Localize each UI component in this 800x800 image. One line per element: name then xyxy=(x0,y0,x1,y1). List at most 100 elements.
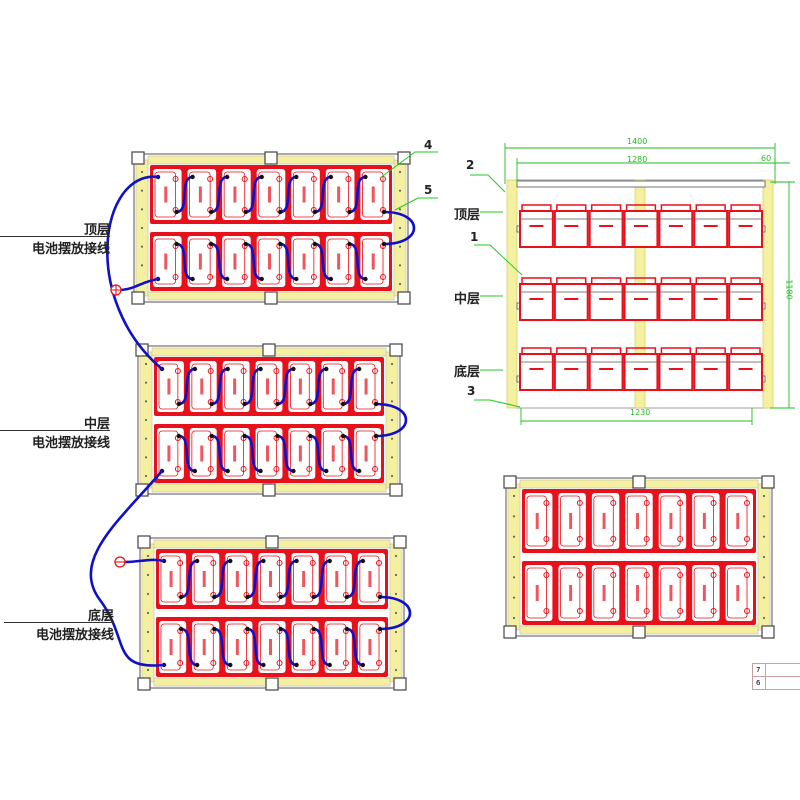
top-layer-rail-bolt xyxy=(398,226,402,230)
top-layer-rail-bolt xyxy=(140,226,144,230)
plan-view-battery-label xyxy=(569,513,573,529)
battery-front xyxy=(588,353,624,391)
middle-layer-terminal-ring xyxy=(339,466,346,472)
dim-line-1180 xyxy=(770,181,795,409)
bottom-layer-battery-label xyxy=(335,571,339,587)
plan-view-battery-outline xyxy=(660,495,681,547)
bottom-layer-battery-label xyxy=(169,571,173,587)
dim-base-width: 1230 xyxy=(630,408,651,417)
callout-5: 5 xyxy=(424,183,433,197)
bottom-layer-cable-bottom-row xyxy=(179,627,199,667)
terminal-post-icon xyxy=(194,662,200,668)
top-layer-battery-outline xyxy=(223,238,246,285)
terminal-post-icon xyxy=(194,558,200,564)
terminal-post-icon xyxy=(278,626,283,632)
middle-layer-rail-bolt xyxy=(144,437,148,440)
terminal-post-icon xyxy=(209,433,214,439)
plan-view-panel xyxy=(503,475,775,639)
bottom-layer-battery-label xyxy=(235,639,239,655)
plan-view-battery-label xyxy=(535,585,539,601)
terminal-post-icon xyxy=(340,401,346,407)
terminal-post-icon xyxy=(261,662,266,668)
top-layer-bracket xyxy=(131,151,145,165)
middle-layer-cable-top-row xyxy=(243,367,262,406)
plan-view-battery-outline xyxy=(626,495,648,547)
bottom-layer-bracket xyxy=(137,677,151,691)
positive-sign-icon xyxy=(111,285,121,295)
battery-front xyxy=(728,283,764,321)
bottom-layer-battery-label xyxy=(269,639,272,655)
terminal-post-icon xyxy=(363,276,368,282)
plan-view-rail-bolt xyxy=(762,576,766,579)
bottom-layer-panel xyxy=(137,535,407,691)
terminal-post-icon xyxy=(209,401,214,407)
top-layer-terminal-ring xyxy=(380,176,386,182)
plan-view-battery-outline xyxy=(693,567,714,619)
battery-front xyxy=(693,283,729,321)
top-layer-battery-outline xyxy=(327,171,349,218)
top-layer-battery-label xyxy=(268,253,271,270)
top-layer-terminal-ring xyxy=(310,176,317,182)
dim-line-60 xyxy=(765,158,790,170)
bottom-layer-terminal-ring xyxy=(243,660,250,666)
middle-layer-battery-outline xyxy=(322,363,343,410)
terminal-post-icon xyxy=(259,276,264,282)
plan-view-rail-bolt xyxy=(512,535,516,538)
bottom-layer-terminal-ring xyxy=(342,660,349,666)
plan-view-rail-bolt xyxy=(512,555,516,559)
middle-layer-terminal-ring xyxy=(240,368,247,374)
battery-nameplate xyxy=(564,298,579,300)
plan-view-bracket xyxy=(503,475,517,489)
terminal-post-icon xyxy=(327,558,332,564)
top-layer-cable-top-row xyxy=(209,175,229,214)
plan-view-battery xyxy=(692,565,720,621)
top-layer-cable-top-row xyxy=(175,175,194,214)
battery-front xyxy=(623,353,659,391)
middle-layer-rail-bolt xyxy=(390,456,394,459)
plan-view-terminal-ring xyxy=(677,572,684,578)
top-layer-battery-outline xyxy=(327,238,349,285)
plan-view-battery-label xyxy=(636,585,639,601)
terminal-post-icon xyxy=(294,174,299,180)
terminal-post-icon xyxy=(245,594,250,600)
plan-view-rail-bolt xyxy=(512,596,516,599)
bottom-layer-terminal-ring xyxy=(210,560,217,566)
middle-layer-battery-outline xyxy=(290,430,310,477)
terminal-post-icon xyxy=(258,366,263,372)
bottom-layer-terminal-ring xyxy=(276,660,283,666)
plan-view-terminal-ring xyxy=(744,572,750,578)
plan-view-terminal-ring xyxy=(710,572,717,578)
terminal-post-icon xyxy=(328,174,334,180)
terminal-post-icon xyxy=(356,468,362,474)
top-layer-terminal-ring xyxy=(345,176,352,182)
terminal-post-icon xyxy=(176,401,182,407)
bottom-layer-rail-bolt xyxy=(394,592,398,596)
middle-layer-battery-outline xyxy=(224,430,244,477)
bottom-layer-battery-label xyxy=(235,571,239,587)
bottom-layer-battery-outline xyxy=(226,555,247,603)
middle-layer-terminal-ring xyxy=(372,466,378,472)
layer-label-bottom: 底层 xyxy=(87,609,114,624)
plan-view-battery-outline xyxy=(560,495,581,547)
front-label-bottom: 底层 xyxy=(454,365,481,380)
middle-layer-cable-top-row xyxy=(341,367,361,406)
plan-view-terminal-ring xyxy=(677,536,684,542)
middle-layer-battery-outline xyxy=(355,430,376,477)
plan-view-rail-bolt xyxy=(762,555,766,559)
battery-front xyxy=(519,353,554,391)
top-layer-bracket xyxy=(397,151,411,165)
bottom-layer-battery-outline xyxy=(193,555,214,603)
bottom-layer-battery-outline xyxy=(160,555,181,603)
battery-nameplate xyxy=(634,225,648,227)
plan-view-battery-outline xyxy=(660,567,681,619)
bottom-layer-battery-label xyxy=(368,571,372,587)
plan-view-battery-outline xyxy=(526,495,547,547)
bottom-layer-battery-outline xyxy=(293,555,314,603)
battery-nameplate xyxy=(703,225,718,227)
terminal-post-icon xyxy=(291,468,296,474)
middle-layer-terminal-ring xyxy=(240,466,247,472)
plan-view-battery-label xyxy=(736,513,740,529)
middle-layer-battery-label xyxy=(200,378,204,395)
middle-layer-battery-outline xyxy=(158,430,179,477)
